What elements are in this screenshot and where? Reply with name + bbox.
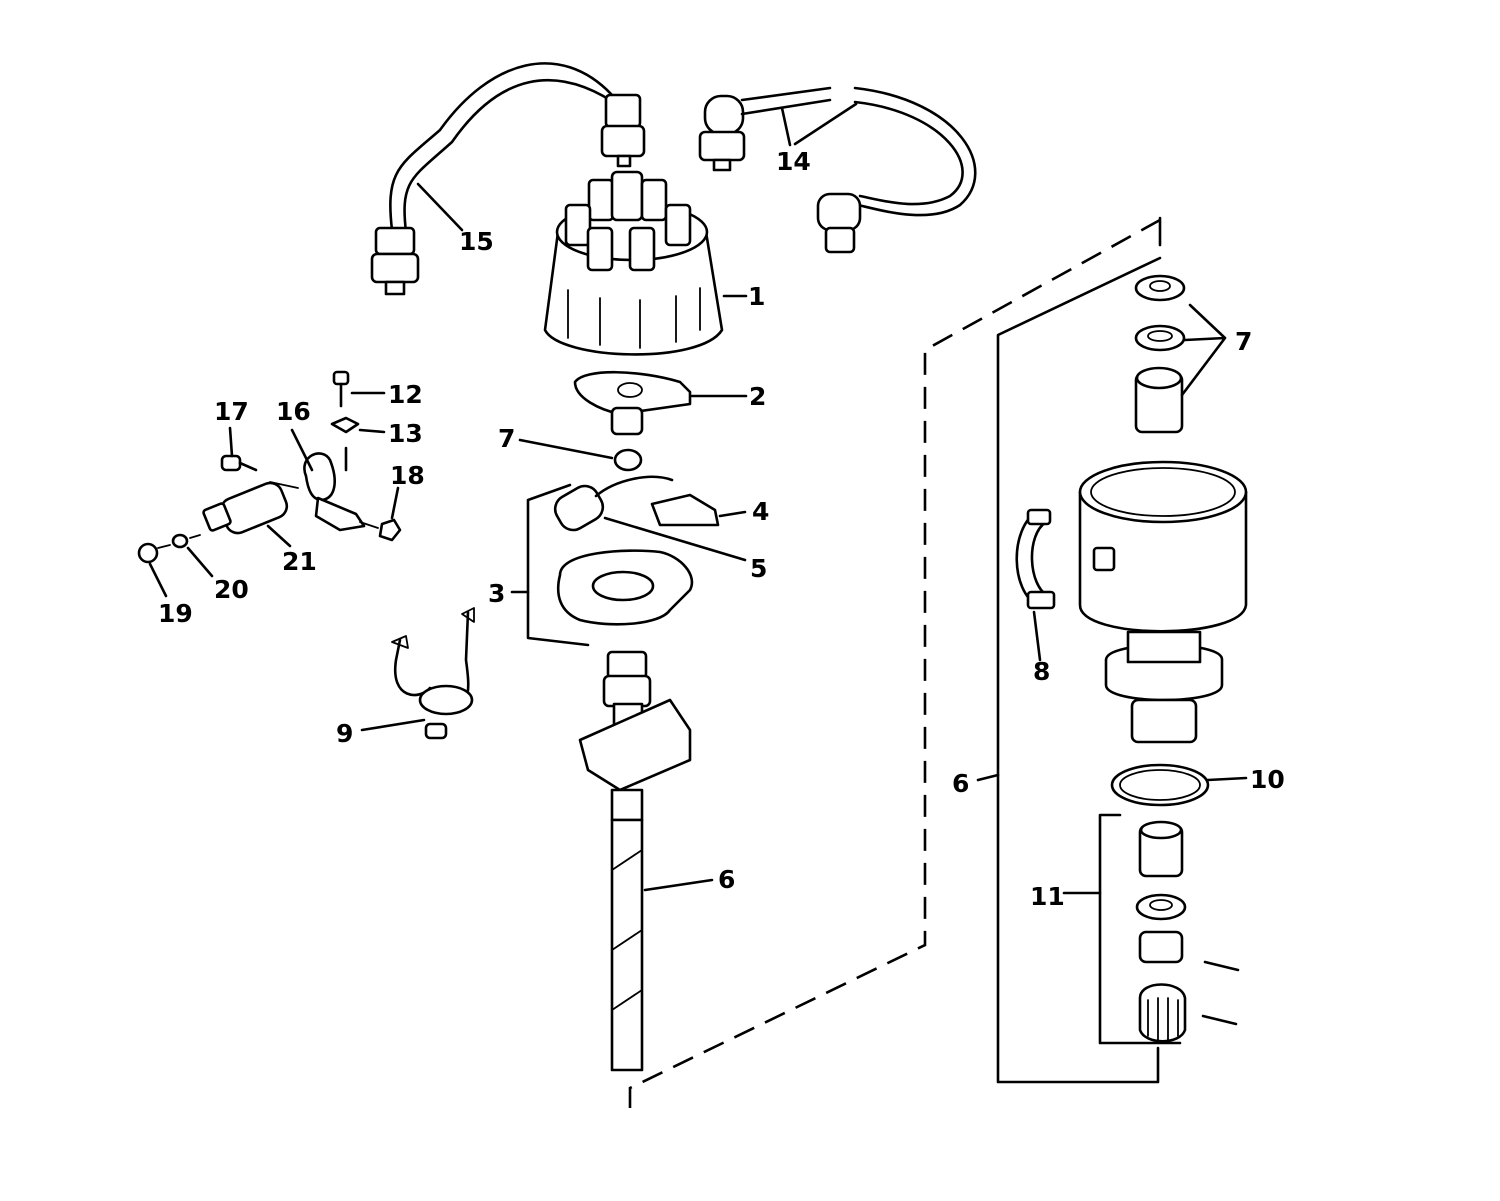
callout-5: 5 [750,554,767,583]
callout-6-group: 6 [952,769,969,798]
callout-10: 10 [1250,765,1285,794]
callout-11: 11 [1030,882,1065,911]
callout-17: 17 [214,397,249,426]
ballast-assembly [137,426,402,598]
callout-7-left: 7 [498,424,515,453]
callout-7-right: 7 [1235,327,1252,356]
callout-3: 3 [488,579,505,608]
callout-6-shaft: 6 [718,865,735,894]
callout-1: 1 [748,282,765,311]
callout-12: 12 [388,380,423,409]
callout-13: 13 [388,419,423,448]
breaker-plate-assembly [510,475,747,647]
callout-18: 18 [390,461,425,490]
callout-15: 15 [459,227,494,256]
condenser [553,475,747,562]
leader-14 [780,102,858,147]
callout-2: 2 [749,382,766,411]
leader-15 [416,182,464,232]
callout-14: 14 [776,147,811,176]
primary-lead-wire [360,607,475,740]
callout-19: 19 [158,599,193,628]
washer-left [518,438,643,472]
o-ring [1110,763,1248,807]
callout-16: 16 [276,397,311,426]
coil-wire [370,62,646,296]
exploded-view-outline [628,216,1162,1108]
callout-21: 21 [282,547,317,576]
spark-plug-wire [698,86,977,254]
distributor-shaft [578,650,714,1072]
callout-labels: 1 2 3 4 5 6 6 7 7 8 9 10 11 12 13 14 15 … [158,147,1285,911]
washer-stack [1134,274,1227,434]
contact-points [650,493,747,527]
distributor-cap [543,170,748,356]
callout-9: 9 [336,719,353,748]
callout-20: 20 [214,575,249,604]
drive-gear-kit [1062,813,1240,1045]
screw-and-nut [330,370,386,472]
distributor-housing [1078,460,1248,744]
hold-down-clamp [1015,508,1056,662]
callout-4: 4 [752,497,769,526]
callout-8: 8 [1033,657,1050,686]
rotor [573,370,748,436]
